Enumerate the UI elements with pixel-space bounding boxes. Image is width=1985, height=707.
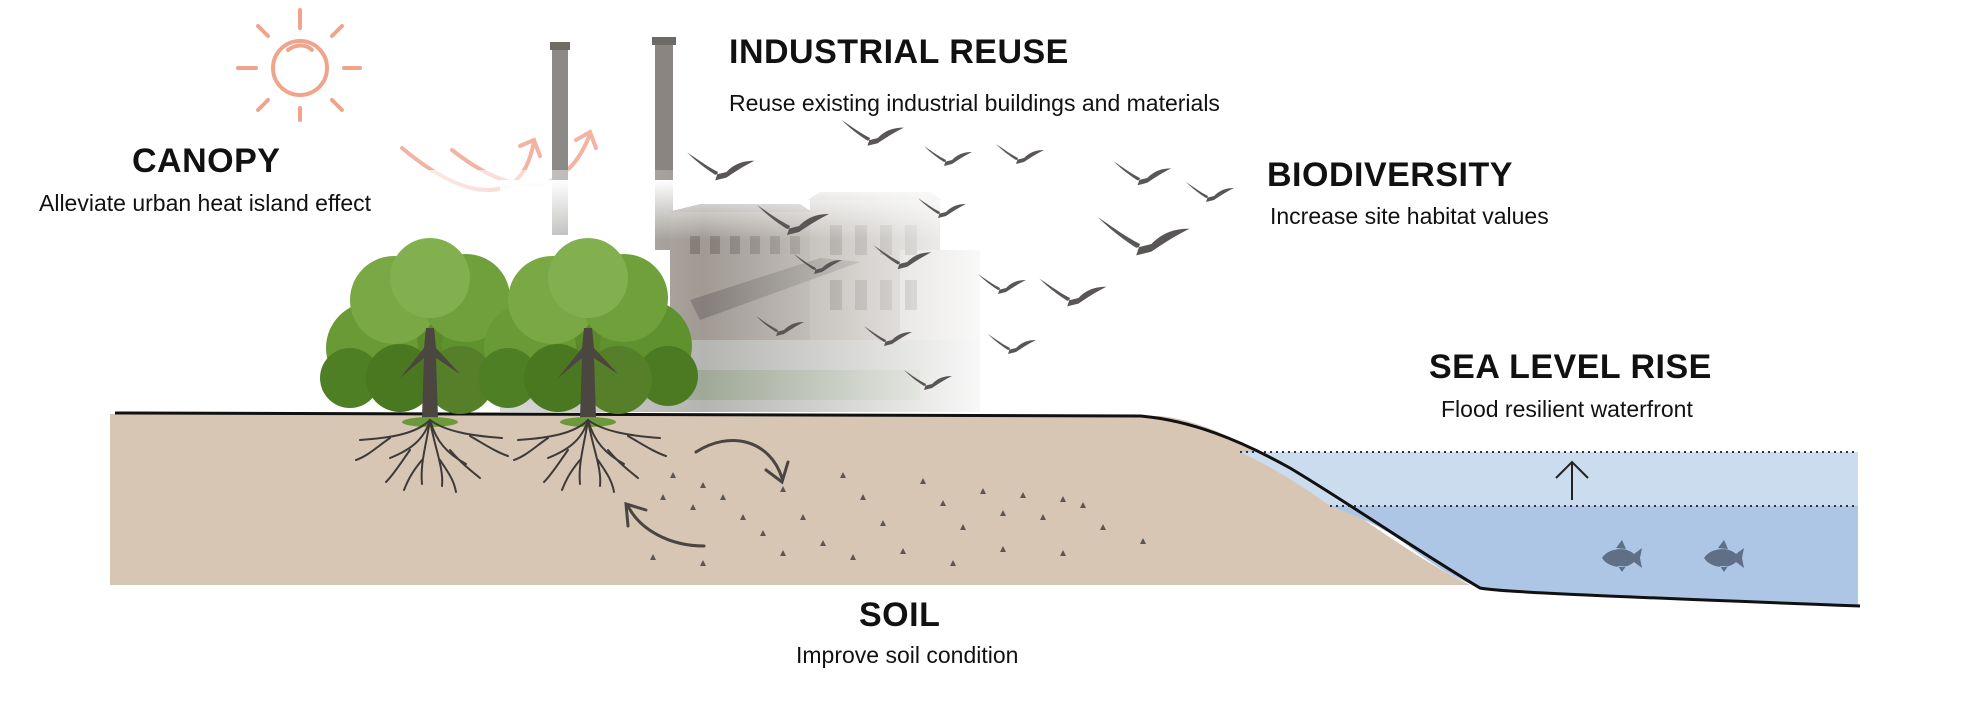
- bird-icon: [1039, 278, 1107, 307]
- cycle-arrow-icon: [624, 439, 790, 548]
- sea-level-rise-subtitle: Flood resilient waterfront: [1441, 396, 1693, 422]
- sea-level-rise-title: SEA LEVEL RISE: [1429, 348, 1712, 386]
- industrial-reuse-subtitle: Reuse existing industrial buildings and …: [729, 90, 1220, 116]
- ground-soil: [110, 414, 1470, 585]
- sun-icon: [236, 8, 362, 122]
- industrial-reuse-title: INDUSTRIAL REUSE: [729, 33, 1069, 71]
- soil-subtitle: Improve soil condition: [796, 642, 1019, 668]
- canopy-subtitle: Alleviate urban heat island effect: [39, 190, 372, 216]
- bird-icon: [1098, 217, 1190, 256]
- soil-particles: [650, 472, 1146, 566]
- water-lower: [1330, 506, 1858, 606]
- up-arrow-icon: [1555, 460, 1589, 500]
- soil-title: SOIL: [859, 596, 941, 634]
- canopy-title: CANOPY: [132, 142, 281, 180]
- bird-icon: [1113, 161, 1172, 186]
- ground-outline: [114, 411, 1861, 608]
- bird-icon: [996, 144, 1044, 164]
- bird-icon: [924, 146, 972, 166]
- water-upper: [1240, 452, 1858, 506]
- biodiversity-subtitle: Increase site habitat values: [1270, 203, 1549, 229]
- biodiversity-title: BIODIVERSITY: [1267, 156, 1513, 194]
- bird-icon: [841, 119, 904, 146]
- bird-icon: [1186, 182, 1234, 202]
